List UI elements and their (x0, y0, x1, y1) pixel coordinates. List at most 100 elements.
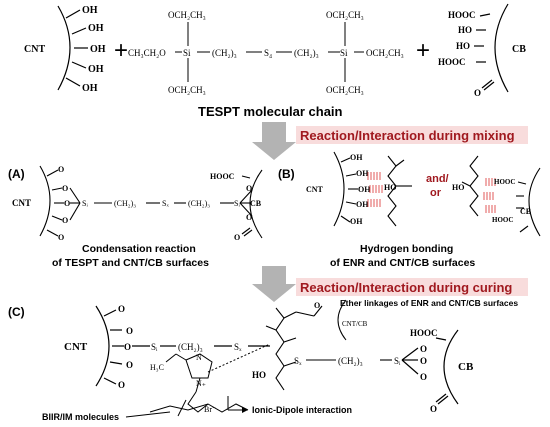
panel-c-hooc: HOOC (410, 328, 438, 338)
panel-b-hooc-2: HOOC (492, 216, 513, 224)
panel-c-o-5: O (118, 380, 125, 390)
panel-b-ho-right: HO (452, 183, 464, 192)
tespt-top-right-ethoxy: OCH₂CH₃ (326, 10, 364, 20)
panel-a-o-3: O (64, 199, 70, 208)
panel-b-oh-4: OH (356, 200, 369, 209)
panel-a-cnt-particle (39, 165, 234, 237)
panel-c-bromide: Br⁻ (204, 405, 216, 414)
tespt-s4: S₄ (264, 48, 272, 58)
tespt-si-left: Si (183, 48, 191, 58)
mixing-highlight-band (296, 126, 528, 144)
top-cb-carbonyl-o: O (474, 88, 481, 98)
tespt-top-left-ethoxy: OCH₂CH₃ (168, 10, 206, 20)
top-hooc-2: HOOC (438, 57, 466, 67)
mixing-title: Reaction/Interaction during mixing (300, 128, 515, 143)
tespt-right-ethoxy: OCH₂CH₃ (366, 48, 404, 58)
top-oh-4: OH (88, 64, 104, 75)
panel-a-caption-1: Condensation reaction (82, 243, 196, 255)
mixing-down-arrow (252, 122, 296, 160)
panel-b-caption-1: Hydrogen bonding (360, 243, 453, 255)
panel-c-enr-chain (265, 305, 392, 391)
top-oh-2: OH (88, 23, 104, 34)
panel-a-propyl-1: (CH₂)₃ (114, 199, 136, 208)
panel-a-o-5: O (58, 233, 64, 242)
panel-c-o-2: O (126, 326, 133, 336)
panel-b-hooc-1: HOOC (494, 178, 515, 186)
panel-a-cnt-label: CNT (12, 198, 31, 208)
panel-c-cnt-particle (95, 305, 270, 387)
panel-a-hooc: HOOC (210, 172, 235, 181)
panel-c-small-cb-particle (337, 299, 347, 341)
curing-down-arrow (252, 266, 296, 302)
plus-sign-1: + (114, 37, 128, 64)
panel-c-h3c: H₃C (150, 363, 164, 372)
panel-a-o-4: O (62, 216, 68, 225)
panel-c-ho: HO (252, 370, 266, 380)
panel-c-ionic-pointer-head (242, 407, 248, 413)
top-hooc-1: HOOC (448, 10, 476, 20)
panel-b-oh-1: OH (350, 153, 363, 162)
top-oh-5: OH (82, 83, 98, 94)
top-ho-2: HO (456, 41, 470, 51)
panel-c-imidazolium-ring (149, 353, 249, 417)
panel-a-cb-particle (239, 169, 263, 239)
panel-c-ether-o: O (314, 301, 320, 310)
panel-c-tag: (C) (8, 305, 25, 319)
curing-highlight-band (296, 278, 528, 296)
tespt-si-right: Si (340, 48, 348, 58)
panel-b-cb-label: CB (520, 207, 532, 216)
panel-c-cb-particle (401, 329, 459, 405)
panel-c-o-r2: O (420, 356, 427, 366)
panel-b-cnt-particle (333, 151, 479, 227)
panel-c-sx-2: Sₓ (294, 356, 302, 366)
panel-c-o-1: O (118, 304, 125, 314)
tespt-propyl-left: (CH₂)₃ (212, 48, 237, 58)
panel-a-o-r1: O (246, 184, 252, 193)
top-cnt-particle (57, 5, 88, 91)
panel-c-cnt-label: CNT (64, 341, 88, 353)
panel-b-and-or-1: and/ (426, 173, 449, 185)
panel-c-si-left: Sᵢ (151, 342, 158, 352)
panel-a-o-1: O (58, 165, 64, 174)
top-oh-1: OH (82, 5, 98, 16)
panel-c-cb-label: CB (458, 361, 474, 373)
panel-a-o-r2: O (246, 213, 252, 222)
panel-b-ho-left: HO (384, 183, 396, 192)
panel-c-o-3: O (124, 342, 131, 352)
panel-b-caption-2: of ENR and CNT/CB surfaces (330, 257, 475, 269)
panel-a-o-bottom: O (234, 233, 240, 242)
panel-c-o-4: O (126, 360, 133, 370)
panel-c-o-r3: O (420, 372, 427, 382)
panel-c-ether-label: Ether linkages of ENR and CNT/CB surface… (340, 298, 518, 308)
panel-b-oh-5: OH (350, 217, 363, 226)
panel-a-caption-2: of TESPT and CNT/CB surfaces (52, 257, 209, 269)
curing-title: Reaction/Interaction during curing (300, 280, 512, 295)
tespt-chain-label: TESPT molecular chain (198, 104, 343, 119)
panel-a-sx: Sₓ (162, 199, 169, 208)
top-oh-3: OH (90, 44, 106, 55)
panel-c-biir-label: BIIR/IM molecules (42, 412, 119, 422)
panel-b-hbond-marks-left (367, 172, 383, 207)
panel-b-cnt-label: CNT (306, 185, 324, 194)
tespt-bottom-left-ethoxy: OCH₂CH₃ (168, 85, 206, 95)
panel-c-o-bottom: O (430, 404, 437, 414)
panel-a-tag: (A) (8, 167, 25, 181)
panel-b-tag: (B) (278, 167, 295, 181)
panel-b-oh-3: OH (358, 185, 371, 194)
panel-c-propyl-2: (CH₂)₃ (338, 356, 363, 366)
top-cb-particle (474, 3, 509, 93)
plus-sign-2: + (416, 37, 430, 64)
panel-c-nplus: N₊ (196, 379, 206, 388)
panel-c-sx-1: Sₓ (234, 342, 242, 352)
panel-a-cb-label: CB (250, 199, 262, 208)
panel-b-oh-2: OH (356, 169, 369, 178)
panel-b-and-or-2: or (430, 187, 442, 199)
panel-c-cntcb-label: CNT/CB (342, 320, 368, 328)
tespt-propyl-right: (CH₂)₃ (294, 48, 319, 58)
panel-c-o-r1: O (420, 344, 427, 354)
top-ho-1: HO (458, 25, 472, 35)
panel-a-propyl-2: (CH₂)₃ (188, 199, 210, 208)
top-cnt-label: CNT (24, 44, 45, 55)
panel-b-cb-particle (516, 167, 541, 237)
